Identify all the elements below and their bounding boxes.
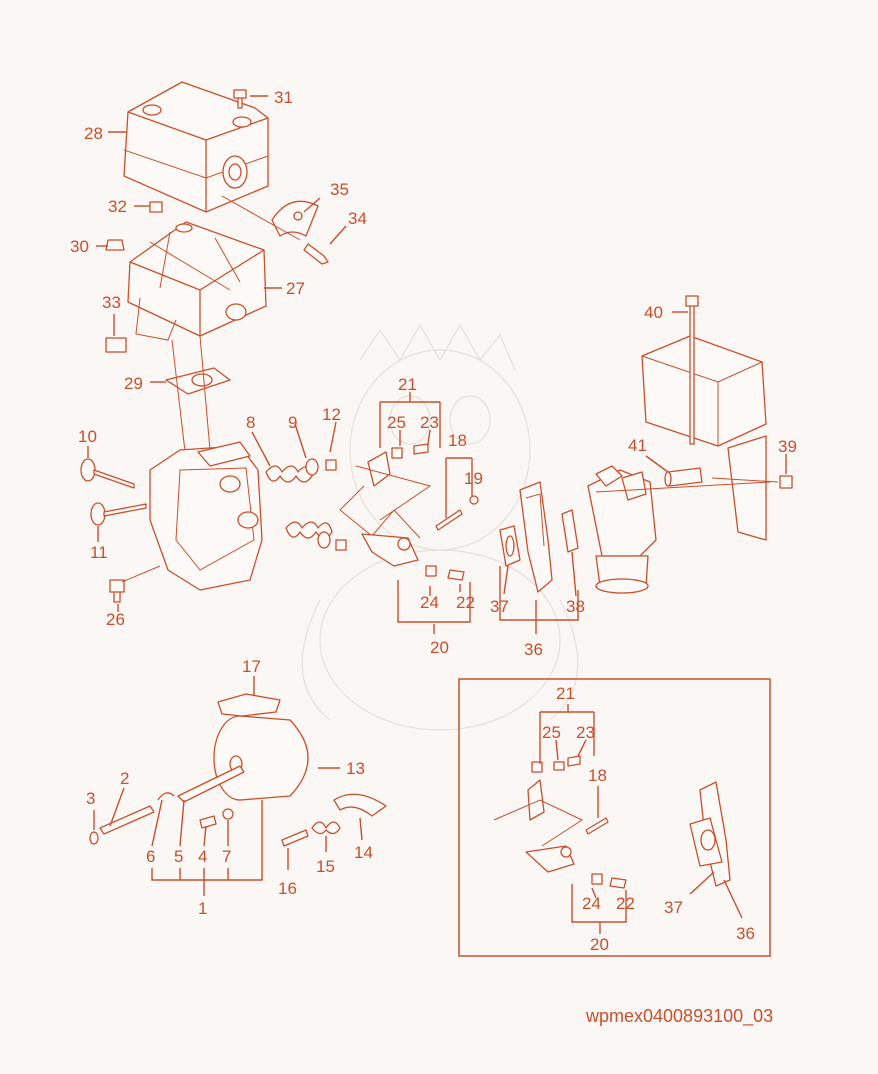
inset-label-18: 18	[588, 766, 607, 785]
screw-part-22	[447, 569, 465, 581]
label-30: 30	[70, 237, 89, 256]
label-7: 7	[222, 847, 231, 866]
bolt-part-33	[105, 337, 127, 353]
gasket-part-36	[519, 481, 553, 593]
nut-part-7	[222, 808, 234, 820]
clip-part-6	[157, 792, 175, 801]
nut-part-39	[779, 475, 793, 489]
label-12: 12	[322, 405, 341, 424]
muffler-part-27	[127, 221, 267, 341]
inset-label-24: 24	[582, 894, 601, 913]
keeper-part-12	[325, 459, 347, 551]
image-code: wpmex0400893100_03	[586, 1006, 774, 1026]
inset-label-36: 36	[736, 924, 755, 943]
spacer-part-41	[664, 467, 703, 487]
label-1: 1	[198, 899, 207, 918]
bolt-part-40	[685, 295, 699, 445]
governor-gear-part-13	[213, 715, 309, 801]
label-6: 6	[146, 847, 155, 866]
label-11: 11	[90, 543, 108, 562]
label-5: 5	[174, 847, 183, 866]
label-16: 16	[278, 879, 297, 898]
clip-part-19	[469, 495, 479, 505]
label-25: 25	[387, 413, 406, 432]
nut-part-24	[425, 565, 437, 577]
label-2: 2	[120, 769, 129, 788]
label-29: 29	[124, 374, 143, 393]
gasket-part-37	[499, 525, 521, 567]
inset-label-23: 23	[576, 723, 595, 742]
label-35: 35	[330, 180, 349, 199]
label-36: 36	[524, 640, 543, 659]
inset-label-21: 21	[556, 684, 575, 703]
label-38: 38	[566, 597, 585, 616]
label-34: 34	[348, 209, 367, 228]
watermark-mascot	[301, 323, 579, 731]
label-31: 31	[274, 88, 293, 107]
inset-label-22: 22	[616, 894, 635, 913]
label-33: 33	[102, 293, 121, 312]
rocker-cover-part-28	[123, 81, 269, 213]
gasket-part-29	[165, 367, 231, 395]
cylinder-head-assembly	[149, 441, 263, 591]
valve-part-11	[90, 502, 147, 526]
inset-frame	[458, 678, 771, 957]
label-41: 41	[628, 436, 647, 455]
label-28: 28	[84, 124, 103, 143]
arm-part-14	[333, 793, 387, 817]
label-8: 8	[246, 413, 255, 432]
lever-assembly-part-20	[339, 451, 432, 567]
label-9: 9	[288, 413, 297, 432]
valve-part-10	[80, 458, 135, 489]
label-10: 10	[78, 427, 97, 446]
carburetor	[587, 465, 657, 594]
bolt-part-32	[149, 201, 163, 213]
inset-lever-assembly	[493, 755, 627, 889]
gasket-part-38	[561, 509, 579, 553]
label-17: 17	[242, 657, 261, 676]
label-39: 39	[778, 437, 797, 456]
inset-label-25: 25	[542, 723, 561, 742]
bracket-part-17	[217, 693, 281, 717]
washer-part-9	[305, 458, 331, 549]
lever-part-5	[177, 765, 245, 803]
label-21: 21	[398, 375, 417, 394]
leader-lines	[87, 95, 787, 934]
label-4: 4	[198, 847, 207, 866]
shaft-part-2	[99, 805, 155, 835]
label-24: 24	[420, 593, 439, 612]
spring-part-15	[311, 821, 341, 835]
inset-label-20: 20	[590, 935, 609, 954]
nut-part-30	[105, 239, 125, 251]
spring-part-8	[265, 465, 333, 539]
bolt-part-31	[233, 89, 247, 109]
pin-part-16	[281, 829, 309, 847]
screw-part-4	[199, 815, 217, 829]
label-3: 3	[86, 789, 95, 808]
label-22: 22	[456, 593, 475, 612]
label-26: 26	[106, 610, 125, 629]
label-32: 32	[108, 197, 127, 216]
bolt-part-34	[303, 243, 329, 265]
inset-label-37: 37	[664, 898, 683, 917]
label-14: 14	[354, 843, 373, 862]
label-37: 37	[490, 597, 509, 616]
screw-part-23	[413, 443, 429, 455]
label-19: 19	[464, 469, 483, 488]
label-15: 15	[316, 857, 335, 876]
air-cleaner-cover	[641, 335, 767, 541]
label-18: 18	[448, 431, 467, 450]
inset-gasket-37	[689, 817, 723, 867]
label-27: 27	[286, 279, 305, 298]
washer-part-3	[89, 831, 99, 845]
nut-part-25	[391, 447, 403, 459]
label-23: 23	[420, 413, 439, 432]
label-40: 40	[644, 303, 663, 322]
bolt-part-26	[109, 579, 125, 603]
part-labels: 31 28 35 32 34 30 27 33 29 21 8 9 12 25 …	[70, 88, 797, 954]
label-13: 13	[346, 759, 365, 778]
label-20: 20	[430, 638, 449, 657]
pin-part-18	[435, 509, 463, 531]
